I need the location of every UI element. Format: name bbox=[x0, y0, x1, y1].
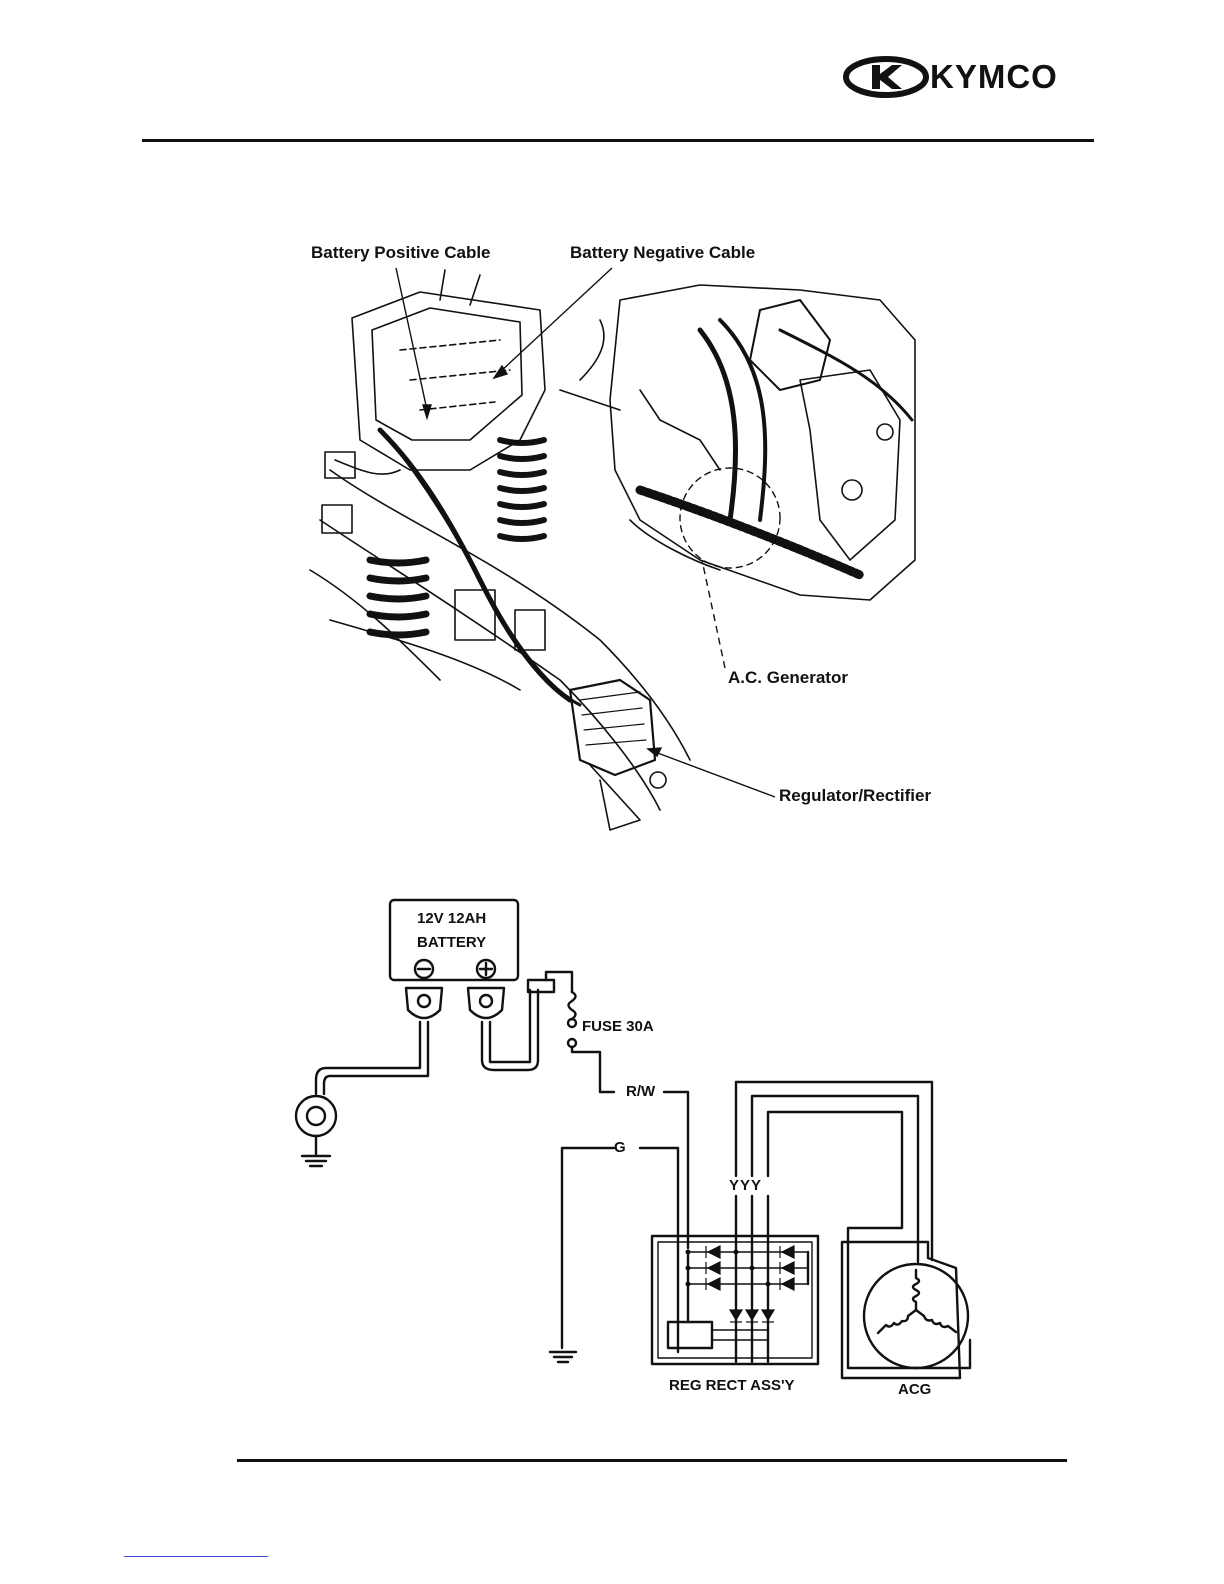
wire-yyy-label: YYY bbox=[729, 1177, 762, 1194]
battery-rating-label: 12V 12AH bbox=[417, 910, 486, 927]
wire-g-label: G bbox=[614, 1139, 626, 1156]
reg-rect-label: REG RECT ASS'Y bbox=[669, 1377, 795, 1394]
footer-link-underline[interactable] bbox=[124, 1556, 268, 1557]
fuse-label: FUSE 30A bbox=[582, 1018, 654, 1035]
acg-label: ACG bbox=[898, 1381, 931, 1398]
wire-rw-label: R/W bbox=[626, 1083, 655, 1100]
footer-rule bbox=[237, 1459, 1067, 1462]
battery-label: BATTERY bbox=[417, 934, 486, 951]
